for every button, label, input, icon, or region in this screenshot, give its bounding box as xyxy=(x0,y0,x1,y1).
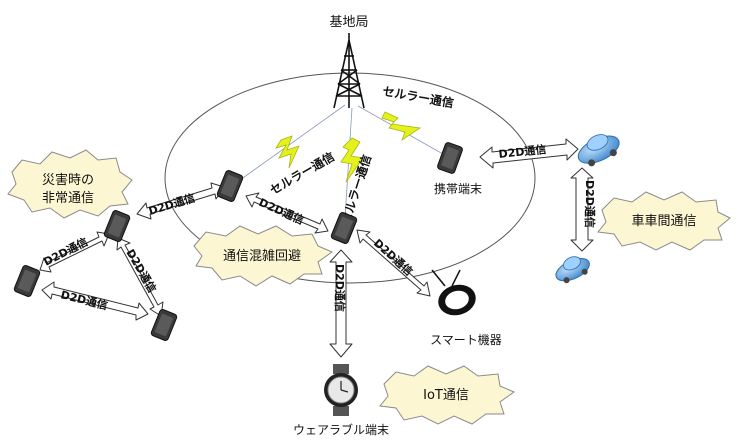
congestion-bubble-text: 通信混雑回避 xyxy=(223,248,301,264)
v2v-bubble-text: 車車間通信 xyxy=(631,214,696,229)
smartphone-icon xyxy=(13,265,41,297)
d2d-arrow-label: D2D通信 xyxy=(333,264,347,312)
cellular-label: セルラー通信 xyxy=(267,149,337,198)
d2d-arrow-label: D2D通信 xyxy=(257,195,306,227)
d2d-arrow xyxy=(245,192,329,234)
d2d-arrow-label: D2D通信 xyxy=(371,236,416,278)
d2d-arrow-label: D2D通信 xyxy=(41,234,90,268)
d2d-arrow xyxy=(570,167,594,252)
smartphone-icon xyxy=(216,170,244,202)
d2d-arrow xyxy=(479,138,579,169)
smart-tv-icon xyxy=(431,269,476,316)
v2v-bubble xyxy=(597,191,731,251)
iot-bubble-text: IoT通信 xyxy=(423,388,469,403)
disaster-bubble-line2: 非常通信 xyxy=(42,191,94,206)
lightning-bolt-icon xyxy=(275,135,300,169)
disaster-bubble xyxy=(7,149,133,219)
d2d-arrow-label: D2D通信 xyxy=(59,287,109,312)
base-station-label: 基地局 xyxy=(329,15,368,30)
d2d-arrow-label: D2D通信 xyxy=(498,142,547,161)
wearable-terminal-label: ウェアラブル端末 xyxy=(293,422,389,437)
d2d-arrow-label: D2D通信 xyxy=(123,247,159,296)
lightning-bolt-icon xyxy=(340,137,364,183)
d2d-arrow xyxy=(356,229,431,297)
base-station-icon xyxy=(333,33,365,109)
smartphone-icon xyxy=(437,142,463,174)
d2d-arrow xyxy=(329,249,353,358)
smart-device-label: スマート機器 xyxy=(430,332,502,347)
d2d-arrow xyxy=(41,281,149,321)
smartphone-icon xyxy=(103,210,131,242)
smartwatch-icon xyxy=(324,364,358,416)
cell-coverage-ellipse xyxy=(164,72,536,284)
car-icon xyxy=(577,134,620,167)
car-icon xyxy=(555,256,590,284)
congestion-bubble xyxy=(193,225,334,287)
d2d-arrow-label: D2D通信 xyxy=(147,190,197,217)
iot-bubble xyxy=(379,365,516,425)
smartphone-icon xyxy=(150,309,178,341)
smartphone-icon xyxy=(330,212,358,244)
lightning-bolt-icon xyxy=(381,111,422,142)
disaster-bubble-line1: 災害時の xyxy=(42,172,94,188)
d2d-arrow-label: D2D通信 xyxy=(583,180,597,228)
mobile-terminal-label: 携帯端末 xyxy=(434,181,482,196)
